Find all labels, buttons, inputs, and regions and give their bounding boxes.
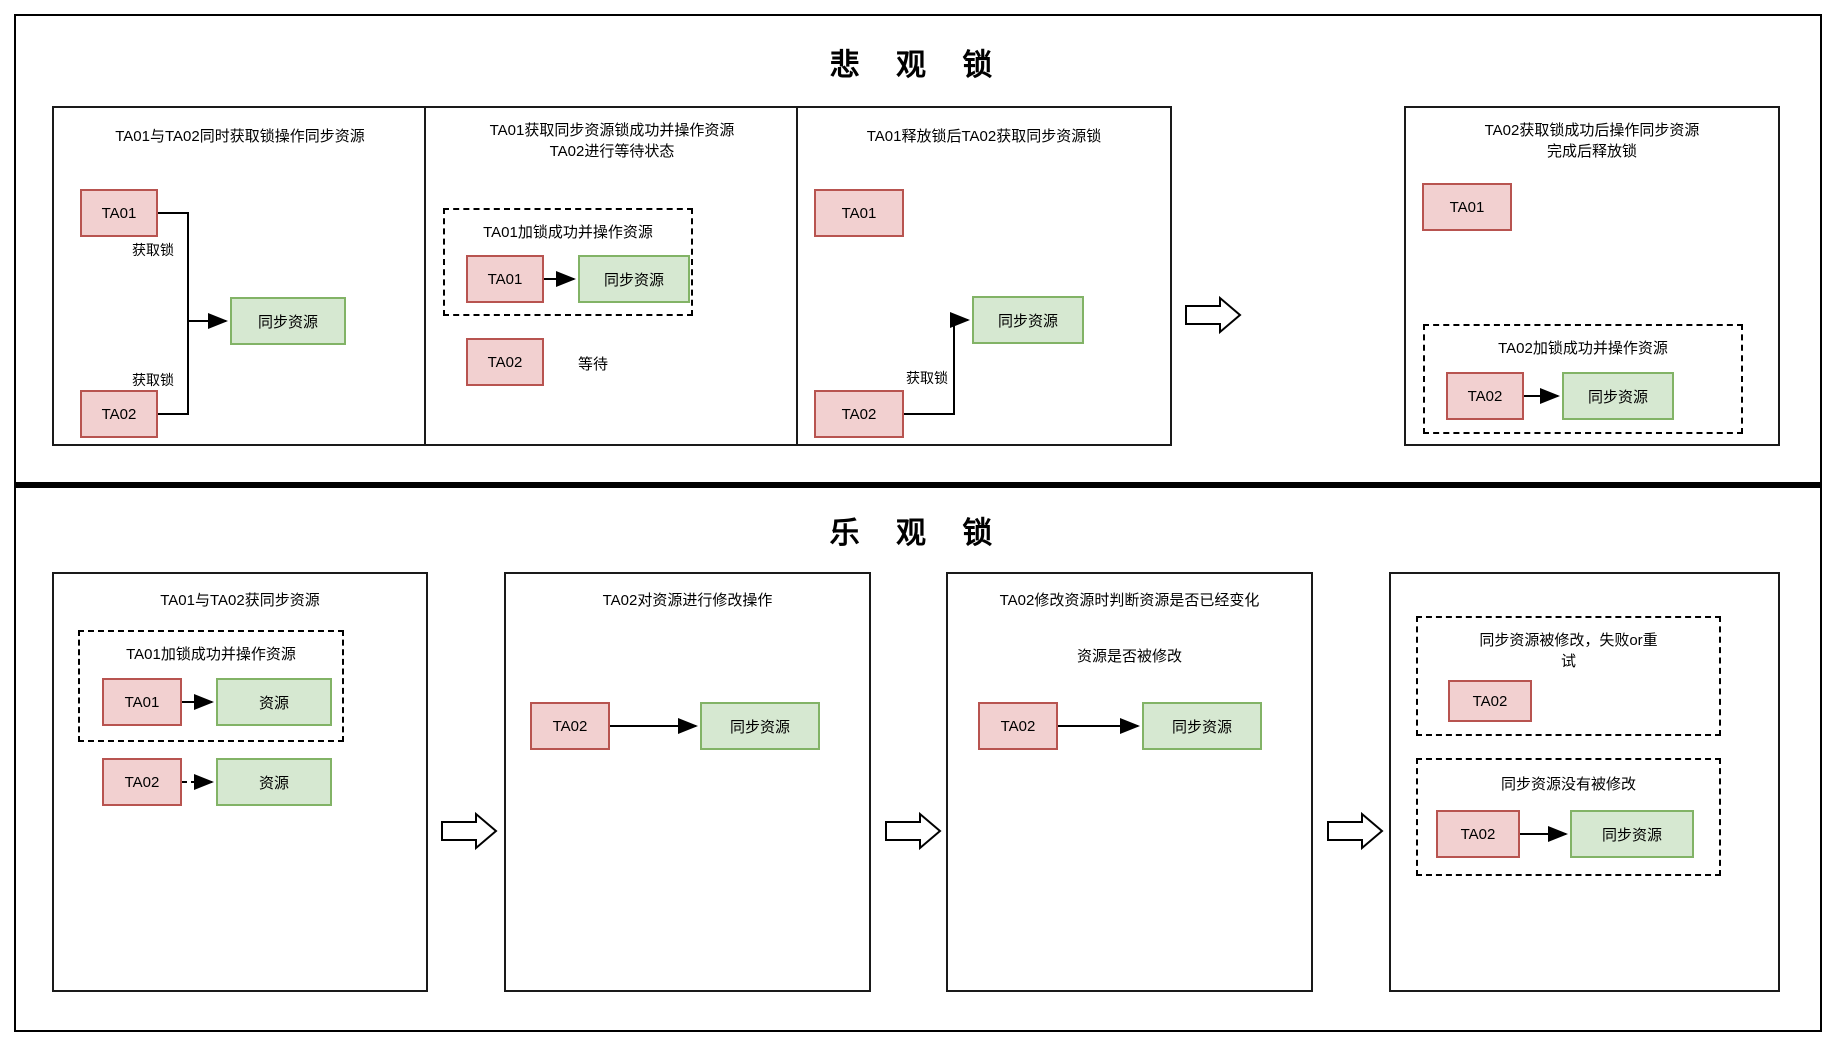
panel-5-group-title: TA01加锁成功并操作资源: [126, 646, 296, 663]
panel-2-group-title: TA01加锁成功并操作资源: [483, 224, 653, 241]
panel-2-node-resource: 同步资源: [578, 255, 690, 303]
panel-6-title: TA02对资源进行修改操作: [602, 592, 773, 609]
panel-4-group-title: TA02加锁成功并操作资源: [1498, 340, 1668, 357]
panel-7-sub-label: 资源是否被修改: [1076, 648, 1182, 665]
panel-1-node-resource: 同步资源: [230, 297, 346, 345]
panel-8-node-resource: 同步资源: [1570, 810, 1694, 858]
panel-3-node-ta01: TA01: [814, 189, 904, 237]
panel-1-node-ta02: TA02: [80, 390, 158, 438]
panel-5-node-resource-2: 资源: [216, 758, 332, 806]
panel-2-status-waiting: 等待: [578, 356, 609, 373]
section-divider: [14, 482, 1822, 487]
panel-8-group-1-title-line1: 同步资源被修改，失败or重: [1479, 632, 1658, 649]
panel-5-node-ta02: TA02: [102, 758, 182, 806]
pessimistic-section-title: 悲 观 锁: [829, 49, 1007, 82]
panel-2-group-box: TA01加锁成功并操作资源: [443, 208, 693, 316]
panel-1-node-ta01: TA01: [80, 189, 158, 237]
panel-3-edge-label: 获取锁: [906, 370, 948, 386]
panel-1-title: TA01与TA02同时获取锁操作同步资源: [115, 128, 365, 145]
panel-7-connectors: [1058, 718, 1140, 734]
panel-5-group-box: TA01加锁成功并操作资源: [78, 630, 344, 742]
panel-4-node-ta02: TA02: [1446, 372, 1524, 420]
panel-2-node-ta01: TA01: [466, 255, 544, 303]
panel-5-node-resource-1: 资源: [216, 678, 332, 726]
panel-8-group-2-title: 同步资源没有被修改: [1500, 776, 1636, 793]
panel-3-node-resource: 同步资源: [972, 296, 1084, 344]
panel-6-connectors: [610, 718, 698, 734]
panel-4-node-ta01: TA01: [1422, 183, 1512, 231]
optimistic-panel-4: 同步资源被修改，失败or重 试 TA02 同步资源没有被修改 TA02 同步资源: [1389, 572, 1780, 992]
panel-2-title-line2: TA02进行等待状态: [549, 143, 675, 160]
optimistic-panel-1: TA01与TA02获同步资源 TA01加锁成功并操作资源 TA01 资源 TA0…: [52, 572, 428, 992]
panel-2-node-ta02: TA02: [466, 338, 544, 386]
panel-3-node-ta02: TA02: [814, 390, 904, 438]
panel-8-group-box-1: 同步资源被修改，失败or重 试 TA02: [1416, 616, 1721, 736]
optimistic-panel-3: TA02修改资源时判断资源是否已经变化 资源是否被修改 TA02 同步资源: [946, 572, 1313, 992]
pessimistic-panel-2: TA01获取同步资源锁成功并操作资源 TA02进行等待状态 TA01加锁成功并操…: [424, 106, 800, 446]
panel-2-title-line1: TA01获取同步资源锁成功并操作资源: [489, 122, 735, 139]
panel-5-title: TA01与TA02获同步资源: [160, 592, 320, 609]
panel-8-group-box-2: 同步资源没有被修改 TA02 同步资源: [1416, 758, 1721, 876]
panel-6-node-ta02: TA02: [530, 702, 610, 750]
pessimistic-panel-1: TA01与TA02同时获取锁操作同步资源 TA01 TA02 同步资源 获取锁 …: [52, 106, 428, 446]
panel-1-edge-label-bottom: 获取锁: [132, 372, 174, 388]
panel-3-title: TA01释放锁后TA02获取同步资源锁: [866, 128, 1102, 145]
panel-8-node-ta02-b: TA02: [1436, 810, 1520, 858]
panel-5-node-ta01: TA01: [102, 678, 182, 726]
optimistic-panel-2: TA02对资源进行修改操作 TA02 同步资源: [504, 572, 871, 992]
panel-7-node-ta02: TA02: [978, 702, 1058, 750]
optimistic-section-frame: [14, 486, 1822, 1032]
pessimistic-panel-4: TA02获取锁成功后操作同步资源 完成后释放锁 TA01 TA02加锁成功并操作…: [1404, 106, 1780, 446]
optimistic-section-title: 乐 观 锁: [829, 517, 1007, 550]
panel-4-title-line1: TA02获取锁成功后操作同步资源: [1484, 122, 1700, 139]
panel-8-group-1-title-line2: 试: [1560, 653, 1576, 670]
panel-4-title-line2: 完成后释放锁: [1546, 143, 1637, 160]
panel-4-node-resource: 同步资源: [1562, 372, 1674, 420]
panel-7-node-resource: 同步资源: [1142, 702, 1262, 750]
panel-7-title: TA02修改资源时判断资源是否已经变化: [999, 592, 1260, 609]
pessimistic-panel-3: TA01释放锁后TA02获取同步资源锁 TA01 同步资源 TA02 获取锁: [796, 106, 1172, 446]
panel-4-group-box: TA02加锁成功并操作资源: [1423, 324, 1743, 434]
panel-8-node-ta02-a: TA02: [1448, 680, 1532, 722]
panel-6-node-resource: 同步资源: [700, 702, 820, 750]
panel-1-edge-label-top: 获取锁: [132, 242, 174, 258]
